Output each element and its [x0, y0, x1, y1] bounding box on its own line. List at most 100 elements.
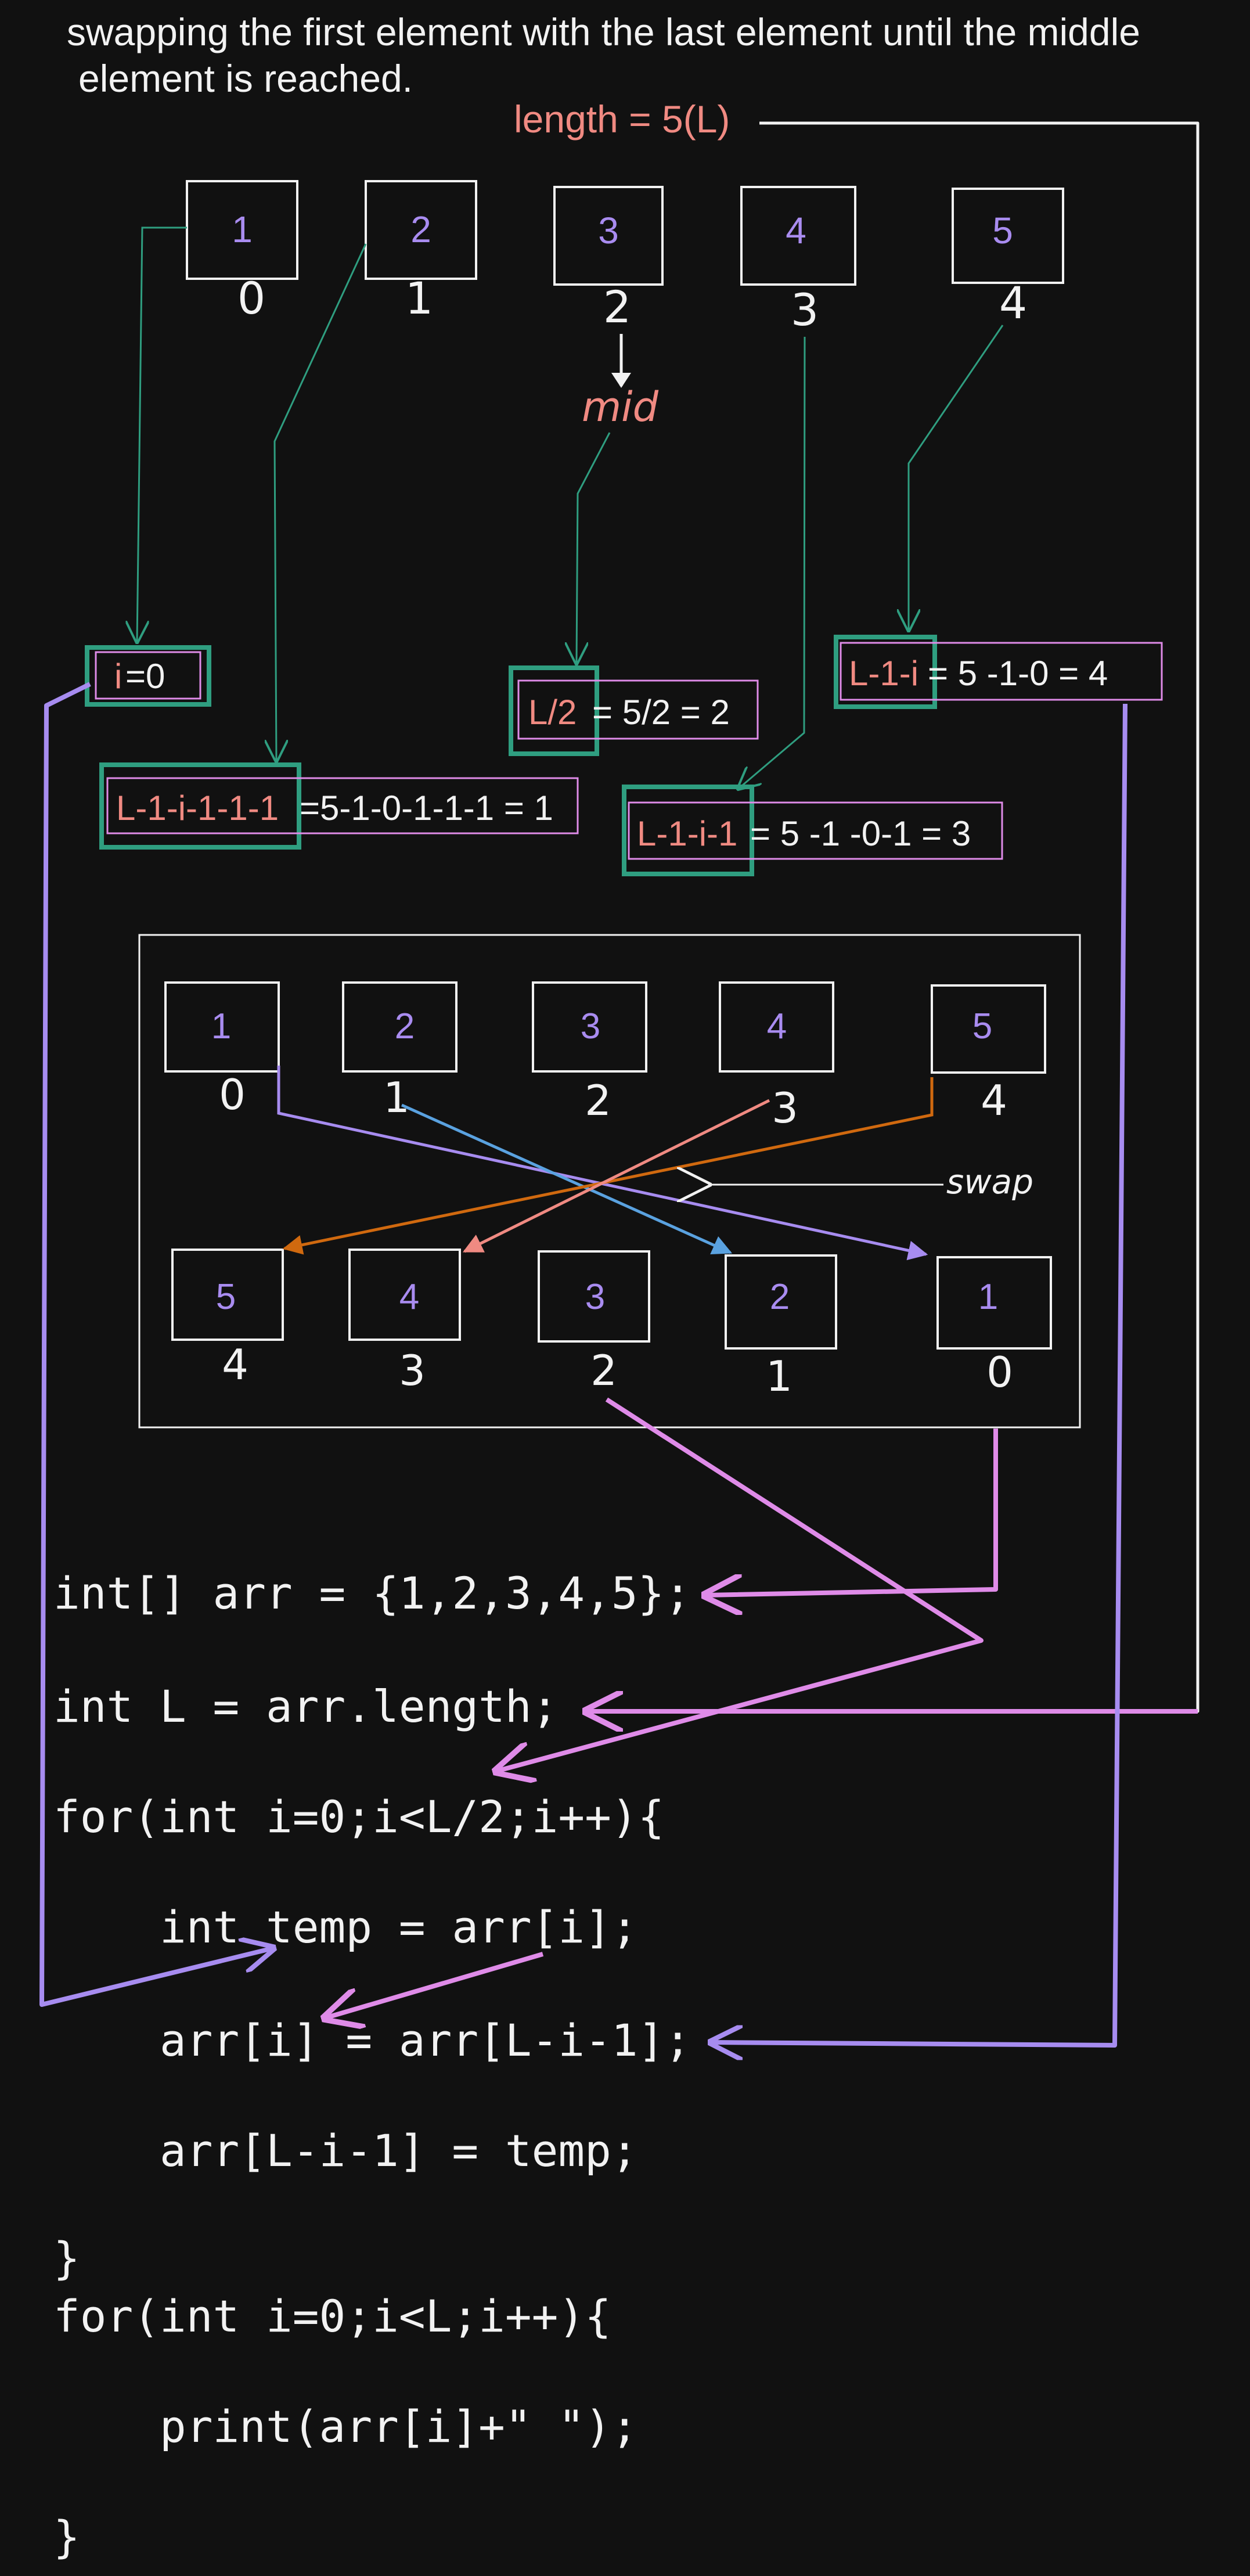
array-cell: 5 4 [171, 1249, 284, 1389]
formula-l-1-i-term: L-1-i [849, 654, 918, 693]
cell-index: 4 [981, 1076, 1007, 1125]
formula-second-term: L-1-i-1-1-1 [116, 789, 279, 828]
cell-value: 4 [399, 1277, 419, 1317]
array-cell: 5 4 [931, 984, 1046, 1125]
heading-line-1: swapping the first element with the last… [67, 10, 1140, 53]
swap-arrows [277, 1066, 934, 1261]
cell-value: 3 [585, 1277, 605, 1317]
cell-value: 1 [232, 208, 253, 250]
array-cell: 3 2 [532, 981, 647, 1125]
code-line: arr[i] = arr[L-i-1]; [53, 2014, 691, 2066]
formula-l-1-i-1: L-1-i-1 = 5 -1 -0-1 = 3 [622, 785, 1003, 876]
mid-label: mid [582, 383, 659, 431]
array-cell: 2 1 [342, 981, 458, 1122]
connector-first-to-i [137, 226, 187, 642]
code-line: for(int i=0;i<L/2;i++){ [53, 1791, 664, 1843]
array-cell: 2 1 [725, 1254, 837, 1401]
swap-panel: 1 0 2 1 3 2 4 3 5 4 [138, 934, 1081, 1429]
array-cell: 5 4 [952, 188, 1064, 329]
array-cell: 4 3 [719, 981, 834, 1132]
formula-l-1-i: L-1-i = 5 -1-0 = 4 [834, 635, 1163, 709]
swap-arrow-4-to-2nd [462, 1099, 770, 1253]
length-connector-white [583, 121, 1199, 1713]
formula-i: i =0 [85, 645, 211, 707]
code-line: print(arr[i]+" "); [53, 2401, 638, 2452]
formula-fourth-term: L-1-i-1 [637, 814, 737, 853]
last-index-connector-to-code [711, 703, 1127, 2045]
array-cell: 1 0 [164, 981, 280, 1119]
formula-l-half: L/2 = 5/2 = 2 [509, 665, 759, 756]
code-line: } [53, 2511, 80, 2563]
swap-panel-frame [138, 934, 1081, 1429]
code-line: } [53, 2232, 80, 2284]
cell-value: 2 [410, 208, 431, 250]
cell-value: 3 [598, 210, 619, 251]
code-line: int[] arr = {1,2,3,4,5}; [53, 1567, 691, 1619]
cell-index: 3 [772, 1084, 798, 1132]
connector-last-to-l-1-i [909, 325, 1004, 630]
after-array: 5 4 4 3 3 2 2 1 1 0 [171, 1249, 1052, 1401]
cell-index: 0 [219, 1070, 246, 1119]
heading-line-2: element is reached. [78, 57, 413, 100]
formula-i-value: =0 [125, 657, 165, 696]
array-cell: 3 2 [538, 1250, 650, 1395]
formula-l-half-value: = 5/2 = 2 [592, 693, 730, 732]
array-connector-to-code [705, 1429, 998, 1595]
array-cell: 1 0 [186, 180, 298, 324]
cell-index: 2 [585, 1076, 611, 1125]
code-line: int L = arr.length; [53, 1681, 558, 1732]
formula-i-term: i [114, 657, 122, 696]
i-connector-to-temp [39, 682, 273, 2007]
before-array: 1 0 2 1 3 2 4 3 5 4 [164, 981, 1046, 1132]
formula-fourth-value: = 5 -1 -0-1 = 3 [750, 814, 971, 853]
formula-l-1-i-value: = 5 -1-0 = 4 [928, 654, 1108, 693]
cell-index: 4 [222, 1340, 248, 1389]
code-line: for(int i=0;i<L;i++){ [53, 2290, 611, 2342]
cell-index: 1 [405, 272, 433, 324]
formula-second-value: =5-1-0-1-1-1 = 1 [300, 789, 553, 828]
array-cell: 4 3 [348, 1249, 461, 1395]
code-connectors [39, 121, 1199, 2045]
cell-value: 1 [211, 1006, 231, 1046]
code-line: int temp = arr[i]; [53, 1901, 638, 1953]
cell-value: 3 [581, 1006, 600, 1046]
mid-connector-to-loop [496, 1397, 984, 1771]
array-cell: 2 1 [365, 180, 477, 324]
swap-arrow-5-to-first [282, 1077, 934, 1255]
arr-i-short-arrow [325, 1952, 544, 2018]
cell-value: 5 [972, 1006, 992, 1046]
cell-index: 1 [766, 1352, 792, 1401]
mid-arrow-head [611, 373, 631, 388]
cell-value: 5 [216, 1277, 236, 1317]
length-label: length = 5(L) [514, 98, 730, 141]
top-array: 1 0 2 1 3 2 4 3 5 4 [186, 180, 1064, 336]
cell-value: 4 [786, 210, 806, 251]
swap-arrow-2-to-4th [401, 1103, 733, 1254]
code-listing: int[] arr = {1,2,3,4,5}; int L = arr.len… [53, 1567, 691, 2563]
cell-value: 5 [992, 210, 1013, 251]
connector-fourth-to-l-1-i-1 [739, 336, 806, 789]
cell-index: 3 [791, 284, 819, 336]
connector-second-to-l-1-i-1-1-1 [275, 243, 367, 761]
swap-arrow-1-to-last [277, 1066, 928, 1261]
green-connectors [137, 226, 1004, 789]
cell-index: 2 [603, 281, 631, 333]
cell-index: 2 [590, 1346, 617, 1395]
cell-index: 0 [986, 1348, 1013, 1397]
cell-index: 1 [383, 1073, 410, 1122]
swap-label: swap [946, 1162, 1033, 1201]
cell-index: 0 [237, 272, 265, 324]
cell-value: 1 [978, 1277, 998, 1317]
connector-mid-to-l-half [577, 432, 611, 663]
formula-l-1-i-1-1-1: L-1-i-1-1-1 =5-1-0-1-1-1 = 1 [99, 762, 579, 850]
array-cell: 1 0 [936, 1256, 1052, 1397]
code-line: arr[L-i-1] = temp; [53, 2125, 638, 2176]
cell-value: 2 [770, 1277, 790, 1317]
cell-value: 4 [767, 1006, 787, 1046]
cell-value: 2 [395, 1006, 415, 1046]
array-cell: 3 2 [553, 186, 664, 333]
cell-index: 4 [999, 277, 1027, 329]
cell-index: 3 [399, 1346, 426, 1395]
formula-l-half-term: L/2 [528, 693, 577, 732]
